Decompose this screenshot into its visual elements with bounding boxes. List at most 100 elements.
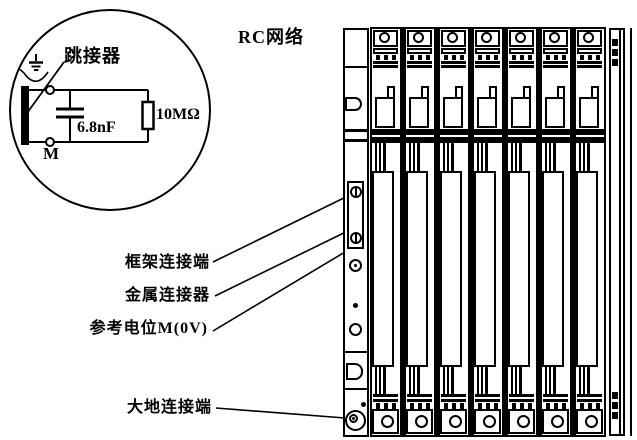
io-module [506,27,538,437]
module-body [576,171,598,367]
module-latch [409,97,429,128]
module-latch [511,97,531,128]
plc-rack [343,27,637,437]
resistor-value-label: 10MΩ [156,106,200,123]
m-terminal-label: M [43,144,60,163]
metal-connector-label: 金属连接器 [124,287,210,304]
rail-slot-icon [346,363,363,380]
terminal-m-icon [45,137,55,147]
earth-terminal-icon [345,410,366,431]
module-body [542,171,564,367]
module-latch [489,86,497,99]
leader-reference-potential [212,248,351,332]
module-bus-band [508,129,536,135]
io-module [472,27,504,437]
leader-frame-terminal [212,193,353,263]
module-top-connector [441,30,466,47]
metal-connector-bracket [347,181,364,249]
rail-dot-icon [361,402,366,407]
rail-divider [345,388,367,390]
module-bottom-connector [542,409,569,434]
module-body [440,171,462,367]
module-bottom-connector [372,409,399,434]
module-latch [455,86,463,99]
module-bottom-screw-icon [585,415,598,428]
module-bottom-screw-icon [449,415,462,428]
io-module [574,27,606,437]
module-row [370,27,606,437]
module-top-screw-icon [379,32,390,43]
module-bus-band [576,129,604,135]
module-bus-band [440,137,468,143]
module-bottom-screw-icon [517,415,530,428]
module-top-connector [407,30,432,47]
rail-divider [345,139,367,142]
module-bottom-connector [440,409,467,434]
module-latch [443,97,463,128]
module-top-connector [373,30,398,47]
module-comb-bar [373,48,398,54]
module-bottom-connector [508,409,535,434]
module-top-connector [475,30,500,47]
rc-network-label: RC网络 [238,27,304,47]
resistor-icon [141,100,155,131]
frame-terminal-label: 框架连接端 [124,254,210,271]
leader-earth-terminal [215,407,346,419]
reference-potential-label: 参考电位M(0V) [89,320,208,337]
module-comb-bar [441,48,466,54]
module-latch [545,97,565,128]
leader-metal-connector [214,225,359,297]
module-bottom-connector [406,409,433,434]
module-top-screw-icon [481,32,492,43]
inset-circle [9,9,211,211]
mounting-rail [343,28,369,437]
module-top-screw-icon [515,32,526,43]
module-latch [477,97,497,128]
module-bus-band [474,129,502,135]
module-partial [609,28,625,436]
module-body [508,171,530,367]
module-bus-band [576,137,604,143]
module-bus-band [406,129,434,135]
module-top-screw-icon [583,32,594,43]
io-module [370,27,402,437]
module-top-connector [577,30,602,47]
terminal-top-icon [45,85,55,95]
module-latch [591,86,599,99]
module-latch [579,97,599,128]
module-comb-bar [475,48,500,54]
module-bus-band [406,137,434,143]
capacitor-value-label: 6.8nF [77,119,116,136]
module-bus-band [372,137,400,143]
module-latch [557,86,565,99]
module-comb-bar [509,48,534,54]
module-bottom-connector [474,409,501,434]
rail-hole-icon [349,323,362,336]
module-top-screw-icon [447,32,458,43]
module-bottom-connector [576,409,603,434]
module-latch [387,86,395,99]
rail-divider [345,129,367,132]
module-latch [421,86,429,99]
module-top-screw-icon [549,32,560,43]
rail-dot-icon [353,303,358,308]
module-latch [523,86,531,99]
rack-edge-line [630,28,632,436]
module-top-screw-icon [413,32,424,43]
rail-divider [345,66,367,68]
io-module [540,27,572,437]
earth-terminal-label: 大地连接端 [126,399,212,416]
module-bottom-screw-icon [381,415,394,428]
rail-ring-hole-icon [349,259,362,272]
module-comb-bar [407,48,432,54]
module-bottom-screw-icon [483,415,496,428]
module-body [406,171,428,367]
module-latch [375,97,395,128]
module-bus-band [474,137,502,143]
frame-terminal-screw-icon [350,186,362,198]
jumper-label: 跳接器 [64,46,121,66]
module-bus-band [542,137,570,143]
rail-divider [345,351,367,353]
